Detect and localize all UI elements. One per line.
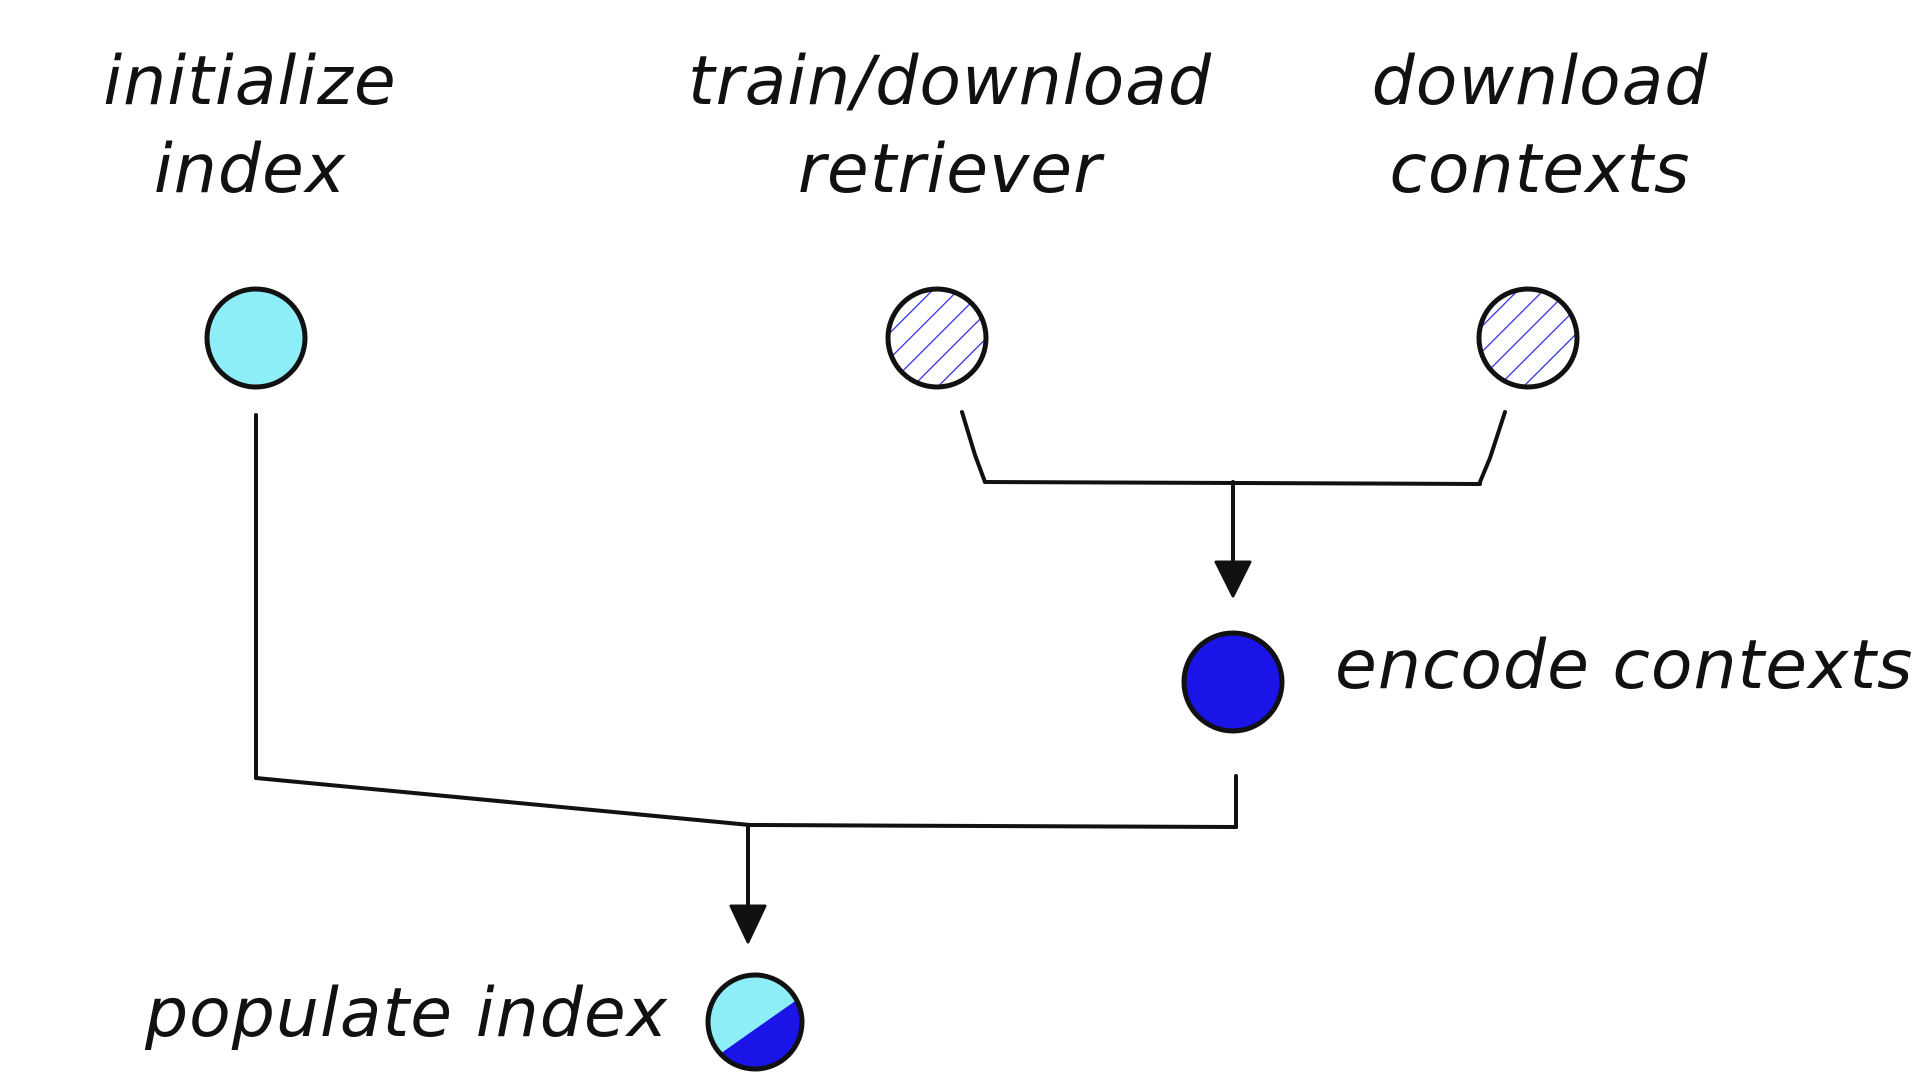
populate-index-label: populate index xyxy=(145,974,668,1053)
download-contexts-node xyxy=(1476,286,1580,390)
label-line: download xyxy=(1371,42,1709,121)
label-line: train/download xyxy=(688,42,1212,121)
label-line: index xyxy=(153,130,347,210)
initialize-index-label: initialize index xyxy=(80,38,420,215)
train-retriever-label: train/download retriever xyxy=(650,38,1250,215)
merge-connector-top xyxy=(960,410,1507,570)
merge-connector-bottom xyxy=(254,413,1238,914)
train-retriever-node xyxy=(885,286,989,390)
arrowhead-to-populate xyxy=(729,904,767,944)
encode-contexts-node xyxy=(1181,630,1285,734)
label-line: retriever xyxy=(797,130,1103,210)
label-line: initialize xyxy=(103,42,397,121)
label-line: contexts xyxy=(1389,130,1691,210)
encode-contexts-label: encode contexts xyxy=(1335,626,1914,705)
initialize-index-node xyxy=(204,286,308,390)
populate-index-node xyxy=(705,972,805,1072)
download-contexts-label: download contexts xyxy=(1340,38,1740,215)
arrowhead-to-encode xyxy=(1214,560,1252,598)
